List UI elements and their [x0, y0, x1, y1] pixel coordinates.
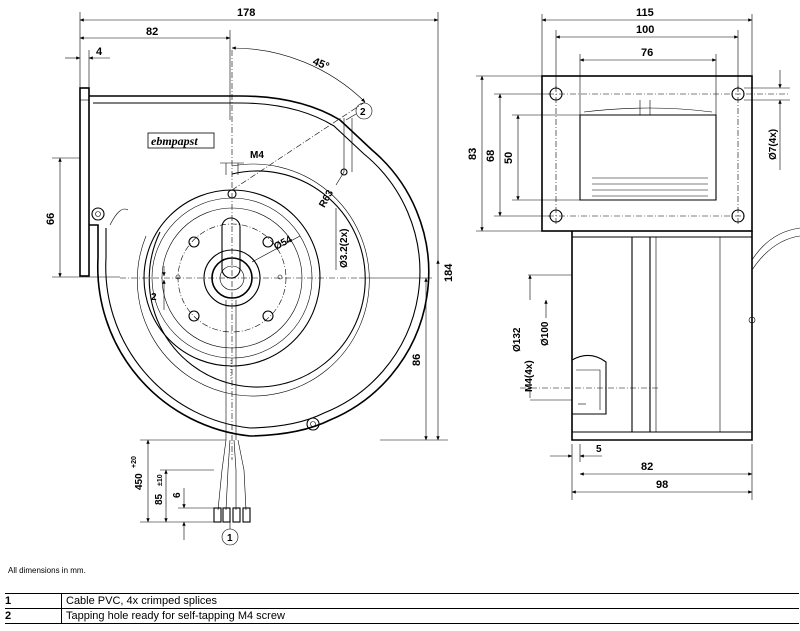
note-text: Tapping hole ready for self-tapping M4 s… [61, 608, 799, 624]
technical-drawing: 178 82 4 45° ebmpapst [45, 7, 800, 546]
dim-45-angle: 45° [311, 56, 331, 73]
dim-4: 4 [96, 46, 103, 58]
callout-2: 2 [360, 107, 366, 118]
note-text: Cable PVC, 4x crimped splices [61, 593, 799, 609]
dim-m4-4x: M4(4x) [524, 360, 535, 392]
dim-82: 82 [146, 26, 158, 38]
table-row: 1 Cable PVC, 4x crimped splices [5, 593, 799, 609]
dim-offset-2: 2 [151, 292, 157, 303]
side-view: 115 100 76 83 68 50 Ø7(4x) [467, 7, 800, 500]
dim-66: 66 [45, 213, 57, 225]
notes-table: 1 Cable PVC, 4x crimped splices 2 Tappin… [5, 593, 799, 624]
dim-98-depth: 98 [656, 479, 668, 491]
dim-76: 76 [641, 47, 653, 59]
dim-6: 6 [172, 492, 183, 498]
dim-115: 115 [636, 7, 654, 19]
dim-dia-100: Ø100 [540, 321, 551, 346]
note-number: 1 [5, 593, 62, 609]
dim-450: 450 [134, 473, 145, 490]
dim-83: 83 [467, 148, 479, 160]
dim-dia-132: Ø132 [512, 327, 523, 352]
dim-hole-7: Ø7(4x) [768, 129, 779, 160]
dim-450-tol: +20 [131, 456, 138, 468]
dim-100: 100 [636, 24, 654, 36]
dim-m4: M4 [250, 150, 264, 161]
dim-50: 50 [503, 152, 515, 164]
brand-label: ebmpapst [151, 134, 198, 148]
dim-86: 86 [411, 354, 423, 366]
callout-1: 1 [227, 533, 233, 544]
dim-184: 184 [443, 263, 455, 282]
dim-5: 5 [596, 444, 602, 455]
dim-82-depth: 82 [641, 461, 653, 473]
dimensions-footnote: All dimensions in mm. [8, 566, 86, 575]
front-view: 178 82 4 45° ebmpapst [45, 7, 455, 546]
dim-85-tol: ±10 [157, 474, 164, 486]
dim-dia-54: Ø54 [272, 234, 294, 253]
dim-85: 85 [154, 493, 165, 505]
impeller-blades [592, 177, 708, 197]
dim-178: 178 [237, 7, 255, 19]
table-row: 2 Tapping hole ready for self-tapping M4… [5, 608, 799, 624]
dim-hole-3-2: Ø3.2(2x) [339, 229, 350, 268]
note-number: 2 [5, 608, 62, 624]
dim-68: 68 [485, 150, 497, 162]
